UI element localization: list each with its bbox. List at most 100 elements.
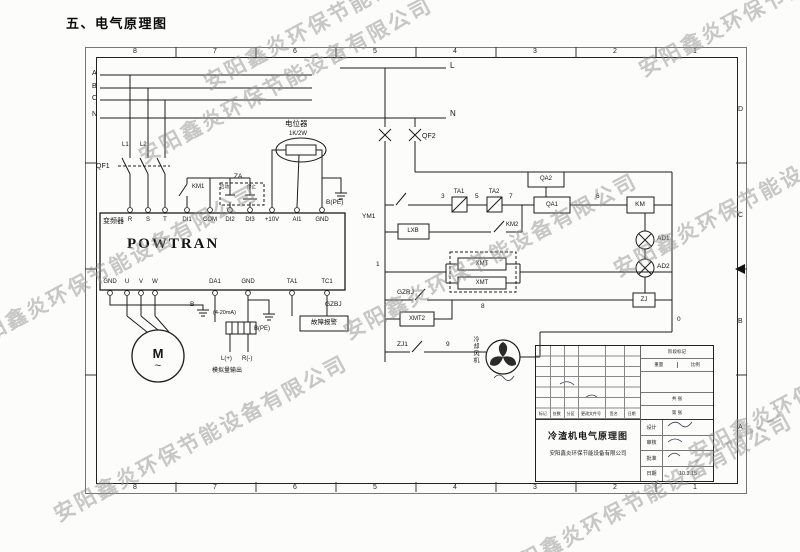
ta1-label: TA1 — [453, 189, 465, 195]
ad1-label: AD1 — [657, 235, 670, 242]
date-value: 10.3.15 — [678, 470, 698, 477]
motor-circle — [131, 329, 185, 383]
inverter-label: 变频器 — [103, 218, 124, 225]
terminal-label: W — [152, 279, 158, 285]
sign-row-value — [663, 420, 713, 435]
sign-row-label: 设计 — [641, 420, 663, 435]
za-label: ZA — [234, 173, 243, 180]
node-6: 6 — [596, 193, 600, 200]
pe-label-motor: B — [190, 301, 195, 308]
potentiometer-value: 1K/2W — [289, 131, 308, 137]
terminal-label: TC1 — [321, 279, 333, 285]
pe-label-analog: B(PE) — [254, 326, 271, 332]
xmt-box-1 — [457, 257, 507, 271]
grid-ref-col: 4 — [453, 48, 457, 55]
power-circuit — [99, 74, 446, 383]
analog-minus-label: R(-) — [242, 356, 253, 362]
grid-ref-row: D — [738, 106, 744, 113]
signature-table: 设计 审核 批准 日期 10.3.15 — [641, 419, 713, 481]
grid-ref-col: 3 — [533, 48, 537, 55]
neutral-label: N — [92, 111, 98, 118]
phase-c-label: C — [92, 95, 98, 102]
node-7: 7 — [509, 193, 513, 200]
grid-ref-col: 5 — [373, 48, 377, 55]
lamp-ad1-icon — [635, 230, 655, 250]
frame-ticks — [85, 47, 747, 492]
terminal-label: GND — [241, 279, 255, 285]
analog-terminal-block — [225, 321, 257, 335]
sign-row-label: 批准 — [641, 451, 663, 466]
terminal-label: +10V — [264, 217, 280, 223]
revision-table: 标记 处数 分区 更改文件号 签名 日期 — [536, 346, 641, 419]
l1-label: L1 — [122, 142, 129, 148]
lxb-box — [397, 223, 430, 240]
zj-label: ZJ — [640, 297, 648, 303]
qf2-label: QF2 — [422, 133, 436, 140]
rev-header: 标记 — [538, 411, 547, 416]
rev-header: 日期 — [627, 411, 636, 416]
node-3: 3 — [441, 193, 445, 200]
terminal-label: T — [163, 217, 167, 223]
inverter-box — [99, 212, 346, 291]
fault-alarm-label: 故障报警 — [311, 319, 337, 326]
terminal-circles — [107, 207, 330, 296]
grid-ref-col: 3 — [533, 484, 537, 491]
grid-ref-col: 1 — [693, 484, 697, 491]
rev-header: 分区 — [566, 411, 575, 416]
node-0: 0 — [677, 316, 681, 323]
stage-table: 阶段标记 重量 比例 共 张 第 张 — [641, 346, 713, 419]
km-label: KM — [635, 201, 645, 208]
potentiometer-outline — [275, 137, 327, 163]
grid-ref-col: 4 — [453, 484, 457, 491]
grid-ref-row: C — [738, 212, 744, 219]
weight-label: 重量 — [654, 362, 664, 367]
signal-range-label: (4-20mA) — [213, 310, 236, 316]
page-title: 五、电气原理图 — [66, 16, 168, 31]
potentiometer-title: 电位器 — [285, 119, 308, 128]
terminal-label: GND — [315, 217, 329, 223]
lxb-label: LXB — [407, 228, 419, 234]
sign-row-value — [663, 436, 713, 451]
xmt-box-2 — [457, 276, 507, 290]
grid-ref-col: 6 — [293, 484, 297, 491]
rev-header: 签名 — [609, 411, 618, 416]
lamp-ad2-icon — [635, 258, 655, 278]
drawing-border-inner — [96, 57, 738, 484]
line-n-label: N — [450, 109, 456, 118]
drawing-name-cell: 冷渣机电气原理图 安阳鑫炎环保节能设备有限公司 — [536, 419, 641, 481]
stage-label: 阶段标记 — [668, 349, 686, 354]
terminal-label: R — [127, 217, 133, 223]
qf1-label: QF1 — [96, 163, 110, 170]
grid-ref-col: 5 — [373, 484, 377, 491]
center-mark-icon — [735, 264, 745, 274]
km1-label: KM1 — [192, 184, 205, 190]
scale-label: 比例 — [676, 362, 714, 368]
node-9: 9 — [446, 341, 450, 348]
terminal-label: DI1 — [182, 217, 192, 223]
terminal-label: TA1 — [286, 279, 298, 285]
motor-letter: M — [152, 346, 164, 361]
control-circuit — [340, 67, 673, 375]
sheet-number-label: 第 张 — [671, 409, 683, 415]
zj-coil-box — [632, 292, 656, 308]
terminal-label: S — [145, 217, 151, 223]
xmt-group-box — [449, 251, 517, 293]
fan-circle — [485, 339, 521, 375]
ad2-label: AD2 — [657, 263, 670, 270]
l2-label: L2 — [140, 142, 147, 148]
ym1-label: YM1 — [362, 213, 376, 220]
grid-ref-col: 6 — [293, 48, 297, 55]
qa1-label: QA1 — [545, 202, 559, 208]
km-coil-box — [626, 196, 655, 214]
node-1: 1 — [376, 261, 380, 268]
za-button-group-box — [219, 182, 265, 206]
km2-label: KM2 — [506, 222, 519, 228]
start-button-label: 启动 — [220, 184, 229, 189]
xmt2-label: XMT2 — [408, 316, 426, 322]
potentiometer-resistor — [285, 144, 317, 156]
ta1-contact-box — [451, 196, 468, 213]
grid-ref-col: 1 — [693, 48, 697, 55]
terminal-label: GND — [103, 279, 117, 285]
terminal-label: DI2 — [225, 217, 235, 223]
